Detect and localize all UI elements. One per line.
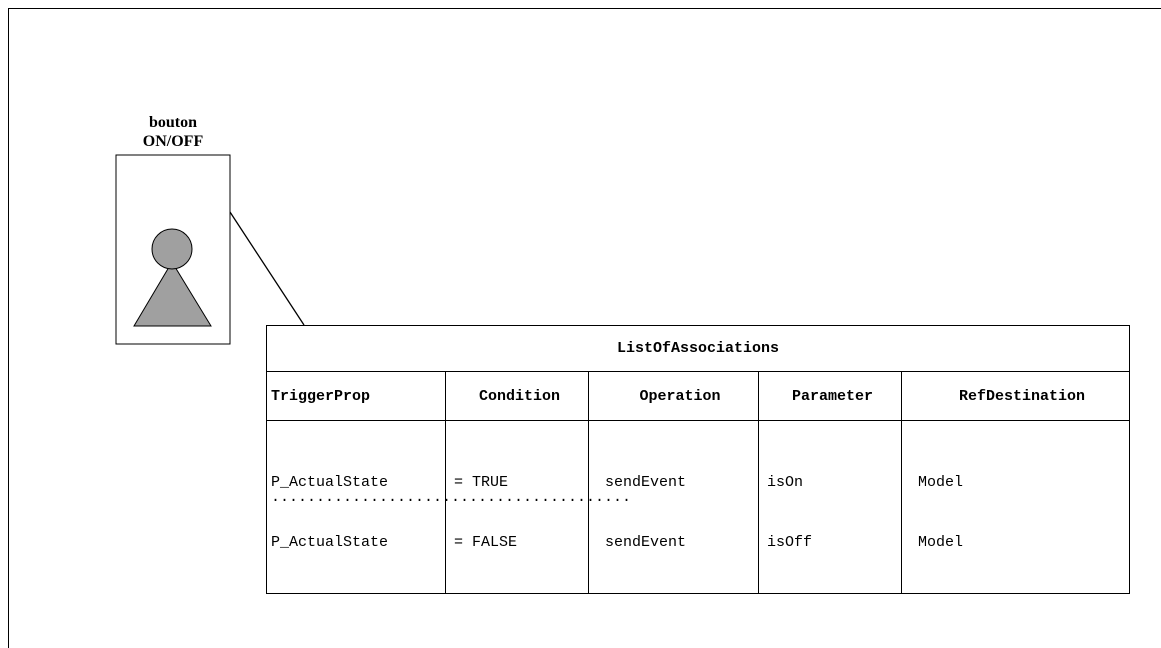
widget-title-line2: ON/OFF [142,133,204,150]
table-cell: Model Model [901,420,1130,594]
column-header-triggerprop: TriggerProp [266,371,446,421]
table-cell: isOn isOff [758,420,902,594]
widget-title: bouton ON/OFF [116,113,230,151]
widget-title-line1: bouton [148,114,198,131]
column-header-operation: Operation [588,371,759,421]
cell-value: Model [918,474,964,491]
cell-value: sendEvent [605,534,687,551]
table-ellipsis: ........................................ [271,489,632,506]
cell-value: = FALSE [454,534,518,551]
column-header-refdestination: RefDestination [901,371,1130,421]
table-caption: ListOfAssociations [266,325,1130,372]
person-head-shape [151,228,193,270]
cell-value: isOn [767,474,804,491]
cell-value: sendEvent [605,474,687,491]
cell-value: P_ActualState [271,474,389,491]
column-header-condition: Condition [445,371,589,421]
column-header-parameter: Parameter [758,371,902,421]
diagram-graphics [115,154,305,345]
cell-value: isOff [767,534,813,551]
table-cell: sendEvent sendEvent [588,420,759,594]
cell-value: = TRUE [454,474,509,491]
table-cell: P_ActualState P_ActualState [266,420,446,594]
person-icon [133,228,212,327]
associations-table: ListOfAssociations TriggerProp Condition… [266,325,1130,594]
connector-line [229,211,305,326]
cell-value: P_ActualState [271,534,389,551]
table-cell: = TRUE = FALSE [445,420,589,594]
diagram-frame [8,8,1161,648]
person-body-shape [133,261,212,327]
cell-value: Model [918,534,964,551]
